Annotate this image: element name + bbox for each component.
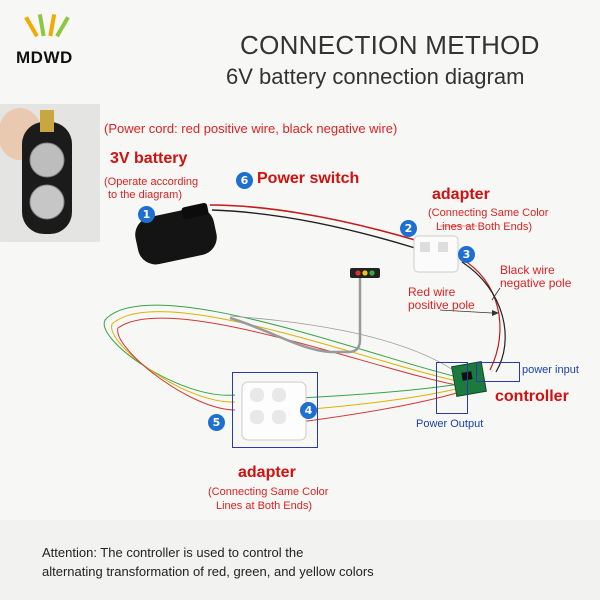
attention-line1: Attention: The controller is used to con…: [42, 545, 304, 560]
battery-title: 3V battery: [110, 150, 188, 167]
marker-2: 2: [400, 220, 417, 237]
fan-bars-logo-icon: [24, 14, 70, 38]
adapter-top-title: adapter: [432, 186, 490, 203]
controller-label: controller: [495, 388, 569, 405]
attention-note: Attention: The controller is used to con…: [42, 543, 462, 581]
black-wire-label: Black wire: [500, 263, 555, 277]
power-output-box: [436, 362, 468, 414]
red-wire-pole: positive pole: [408, 298, 475, 312]
marker-6: 6: [236, 172, 253, 189]
red-wire-label: Red wire: [408, 285, 456, 299]
adapter-top-note-line1: (Connecting Same Color: [428, 207, 549, 219]
adapter-bottom-title: adapter: [238, 464, 296, 481]
marker-5: 5: [208, 414, 225, 431]
adapter-top-note-line2: Lines at Both Ends): [436, 221, 533, 233]
coin-battery-image: [0, 104, 100, 242]
brand-logo: [14, 12, 94, 76]
page-subtitle: 6V battery connection diagram: [226, 64, 525, 89]
marker-1: 1: [138, 206, 155, 223]
power-cord-note: (Power cord: red positive wire, black ne…: [104, 121, 398, 136]
page-title: CONNECTION METHOD: [240, 30, 540, 60]
brand-name: MDWD: [16, 48, 73, 67]
black-wire-pole: negative pole: [500, 276, 572, 290]
battery-note-line1: (Operate according: [104, 176, 199, 188]
battery-holder-photo: [0, 104, 100, 242]
adapter-bottom-note-line1: (Connecting Same Color: [208, 486, 329, 498]
power-switch-label: Power switch: [257, 170, 360, 187]
adapter-bottom-note-line2: Lines at Both Ends): [216, 500, 313, 512]
power-input-label: power input: [522, 364, 579, 376]
marker-4: 4: [300, 402, 317, 419]
marker-3: 3: [458, 246, 475, 263]
power-output-label: Power Output: [416, 418, 484, 430]
adapter-bottom-highlight-box: [232, 372, 318, 448]
battery-note-line2: to the diagram): [108, 189, 182, 201]
attention-line2: alternating transformation of red, green…: [42, 564, 374, 579]
footer-band: [0, 520, 600, 600]
power-input-box: [476, 362, 520, 382]
